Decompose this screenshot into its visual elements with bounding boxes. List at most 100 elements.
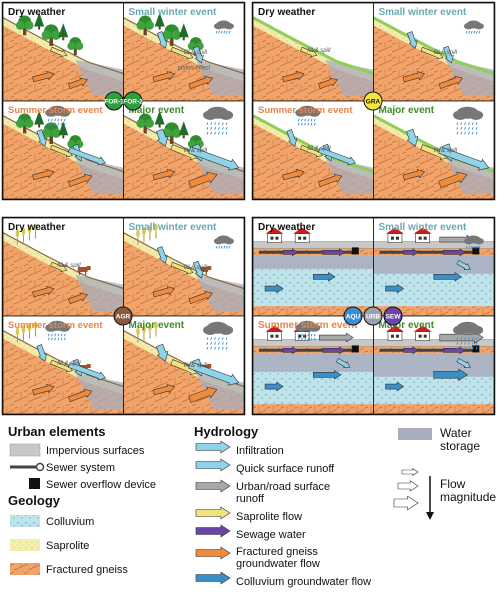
raindrop-icon (467, 346, 470, 350)
colluvium-flow-arrow (433, 271, 463, 282)
raindrop-icon (467, 131, 470, 135)
raindrop-icon (313, 337, 316, 341)
gneiss-flow-arrow (282, 70, 305, 83)
tree-icon (171, 128, 182, 138)
raindrop-icon (225, 346, 228, 350)
raindrop-icon (221, 131, 224, 135)
raindrop-icon (228, 245, 231, 249)
raindrop-icon (210, 337, 213, 341)
house-roof (385, 227, 404, 234)
badge-for1-label: FOR-1 (104, 99, 124, 106)
colluvium-flow-arrow (385, 381, 405, 392)
legend-urban-runoff-2: runoff (236, 493, 265, 505)
raindrop-icon (304, 333, 307, 337)
gneiss-flow-arrow (438, 75, 463, 90)
urb-major-panel: Major event (373, 315, 495, 415)
house-window (298, 334, 302, 338)
house-window (303, 236, 307, 240)
raindrop-icon (301, 333, 303, 337)
raindrop-icon (210, 341, 213, 345)
badge-urb (363, 306, 383, 326)
tree-icon (145, 119, 154, 128)
sewage-flow-arrow (322, 346, 346, 355)
legend-fg-flow-2: groundwater flow (236, 558, 320, 570)
infiltration-arrow (193, 260, 204, 279)
raindrop-icon (223, 30, 226, 34)
hydro-legend-arrow-6 (195, 571, 231, 585)
raindrop-icon (456, 337, 459, 341)
badge-urb-label: URB (366, 314, 380, 321)
legend-geology-title: Geology (8, 493, 61, 508)
panel-content: fill & spill (253, 101, 374, 199)
raindrop-icon (464, 341, 466, 345)
raindrop-icon (301, 118, 303, 122)
raindrop-icon (475, 126, 478, 130)
impervious-surface (253, 339, 374, 347)
tree-icon (67, 42, 76, 51)
raindrop-icon (468, 30, 471, 34)
raindrop-icon (215, 30, 218, 34)
hydro-legend-arrow-4 (195, 524, 231, 538)
raindrop-icon (304, 118, 307, 122)
tree-icon (15, 21, 25, 30)
grass-surface (253, 114, 374, 173)
crop-icon (21, 227, 26, 236)
raindrop-icon (51, 337, 53, 341)
house-window (270, 334, 274, 338)
tree-trunk (73, 47, 77, 56)
water-storage (373, 255, 494, 274)
legend-sewer: Sewer system (46, 462, 115, 474)
house-roof (413, 227, 432, 234)
raindrop-icon (214, 341, 216, 345)
magnitude-arrow-large (393, 495, 419, 511)
hydro-legend-arrow-3 (195, 506, 231, 520)
panel-content (253, 218, 374, 316)
raindrop-icon (223, 245, 226, 249)
cloud-icon (295, 323, 308, 332)
raindrop-icon (225, 30, 228, 34)
house-roof (293, 227, 312, 234)
winter-label: Small winter event (129, 222, 217, 233)
raindrop-icon (307, 337, 310, 341)
quick-runoff-arrow (188, 146, 240, 171)
overflow-device-icon (351, 247, 359, 255)
raindrop-icon (60, 337, 63, 341)
infiltration-arrow (335, 357, 351, 369)
crop-icon (148, 323, 152, 332)
legend-urban-title: Urban elements (8, 424, 106, 439)
panel-border (123, 100, 245, 200)
tree-icon (24, 21, 34, 30)
house-window (395, 236, 399, 240)
legend-overflow: Sewer overflow device (46, 479, 156, 491)
tree-icon (75, 42, 84, 51)
tree-trunk (182, 37, 185, 41)
gneiss-flow-arrow (68, 77, 88, 90)
cow-head (86, 364, 91, 368)
tree-trunk (62, 37, 65, 41)
raindrop-icon (63, 333, 66, 337)
cloud-icon (468, 110, 484, 120)
ground-surface (123, 232, 244, 290)
raindrop-icon (217, 131, 220, 135)
raindrop-icon (464, 337, 466, 341)
tree-trunk (143, 124, 147, 134)
raindrop-icon (214, 122, 216, 126)
raindrop-icon (221, 126, 224, 130)
panel-content: fill & spill (123, 218, 244, 316)
for-dry-panel: Dry weather (2, 2, 124, 102)
raindrop-icon (313, 333, 316, 337)
tree-trunk (23, 124, 27, 134)
impervious-surface (373, 339, 494, 347)
crop-icon (154, 223, 158, 232)
tree-trunk (49, 134, 53, 144)
tree-trunk (158, 124, 161, 128)
house-roof (413, 325, 432, 332)
badge-gra-label: GRA (366, 99, 381, 106)
raindrop-icon (54, 118, 57, 122)
raindrop-icon (297, 333, 300, 337)
raindrop-icon (60, 333, 63, 337)
raindrop-icon (47, 122, 50, 126)
